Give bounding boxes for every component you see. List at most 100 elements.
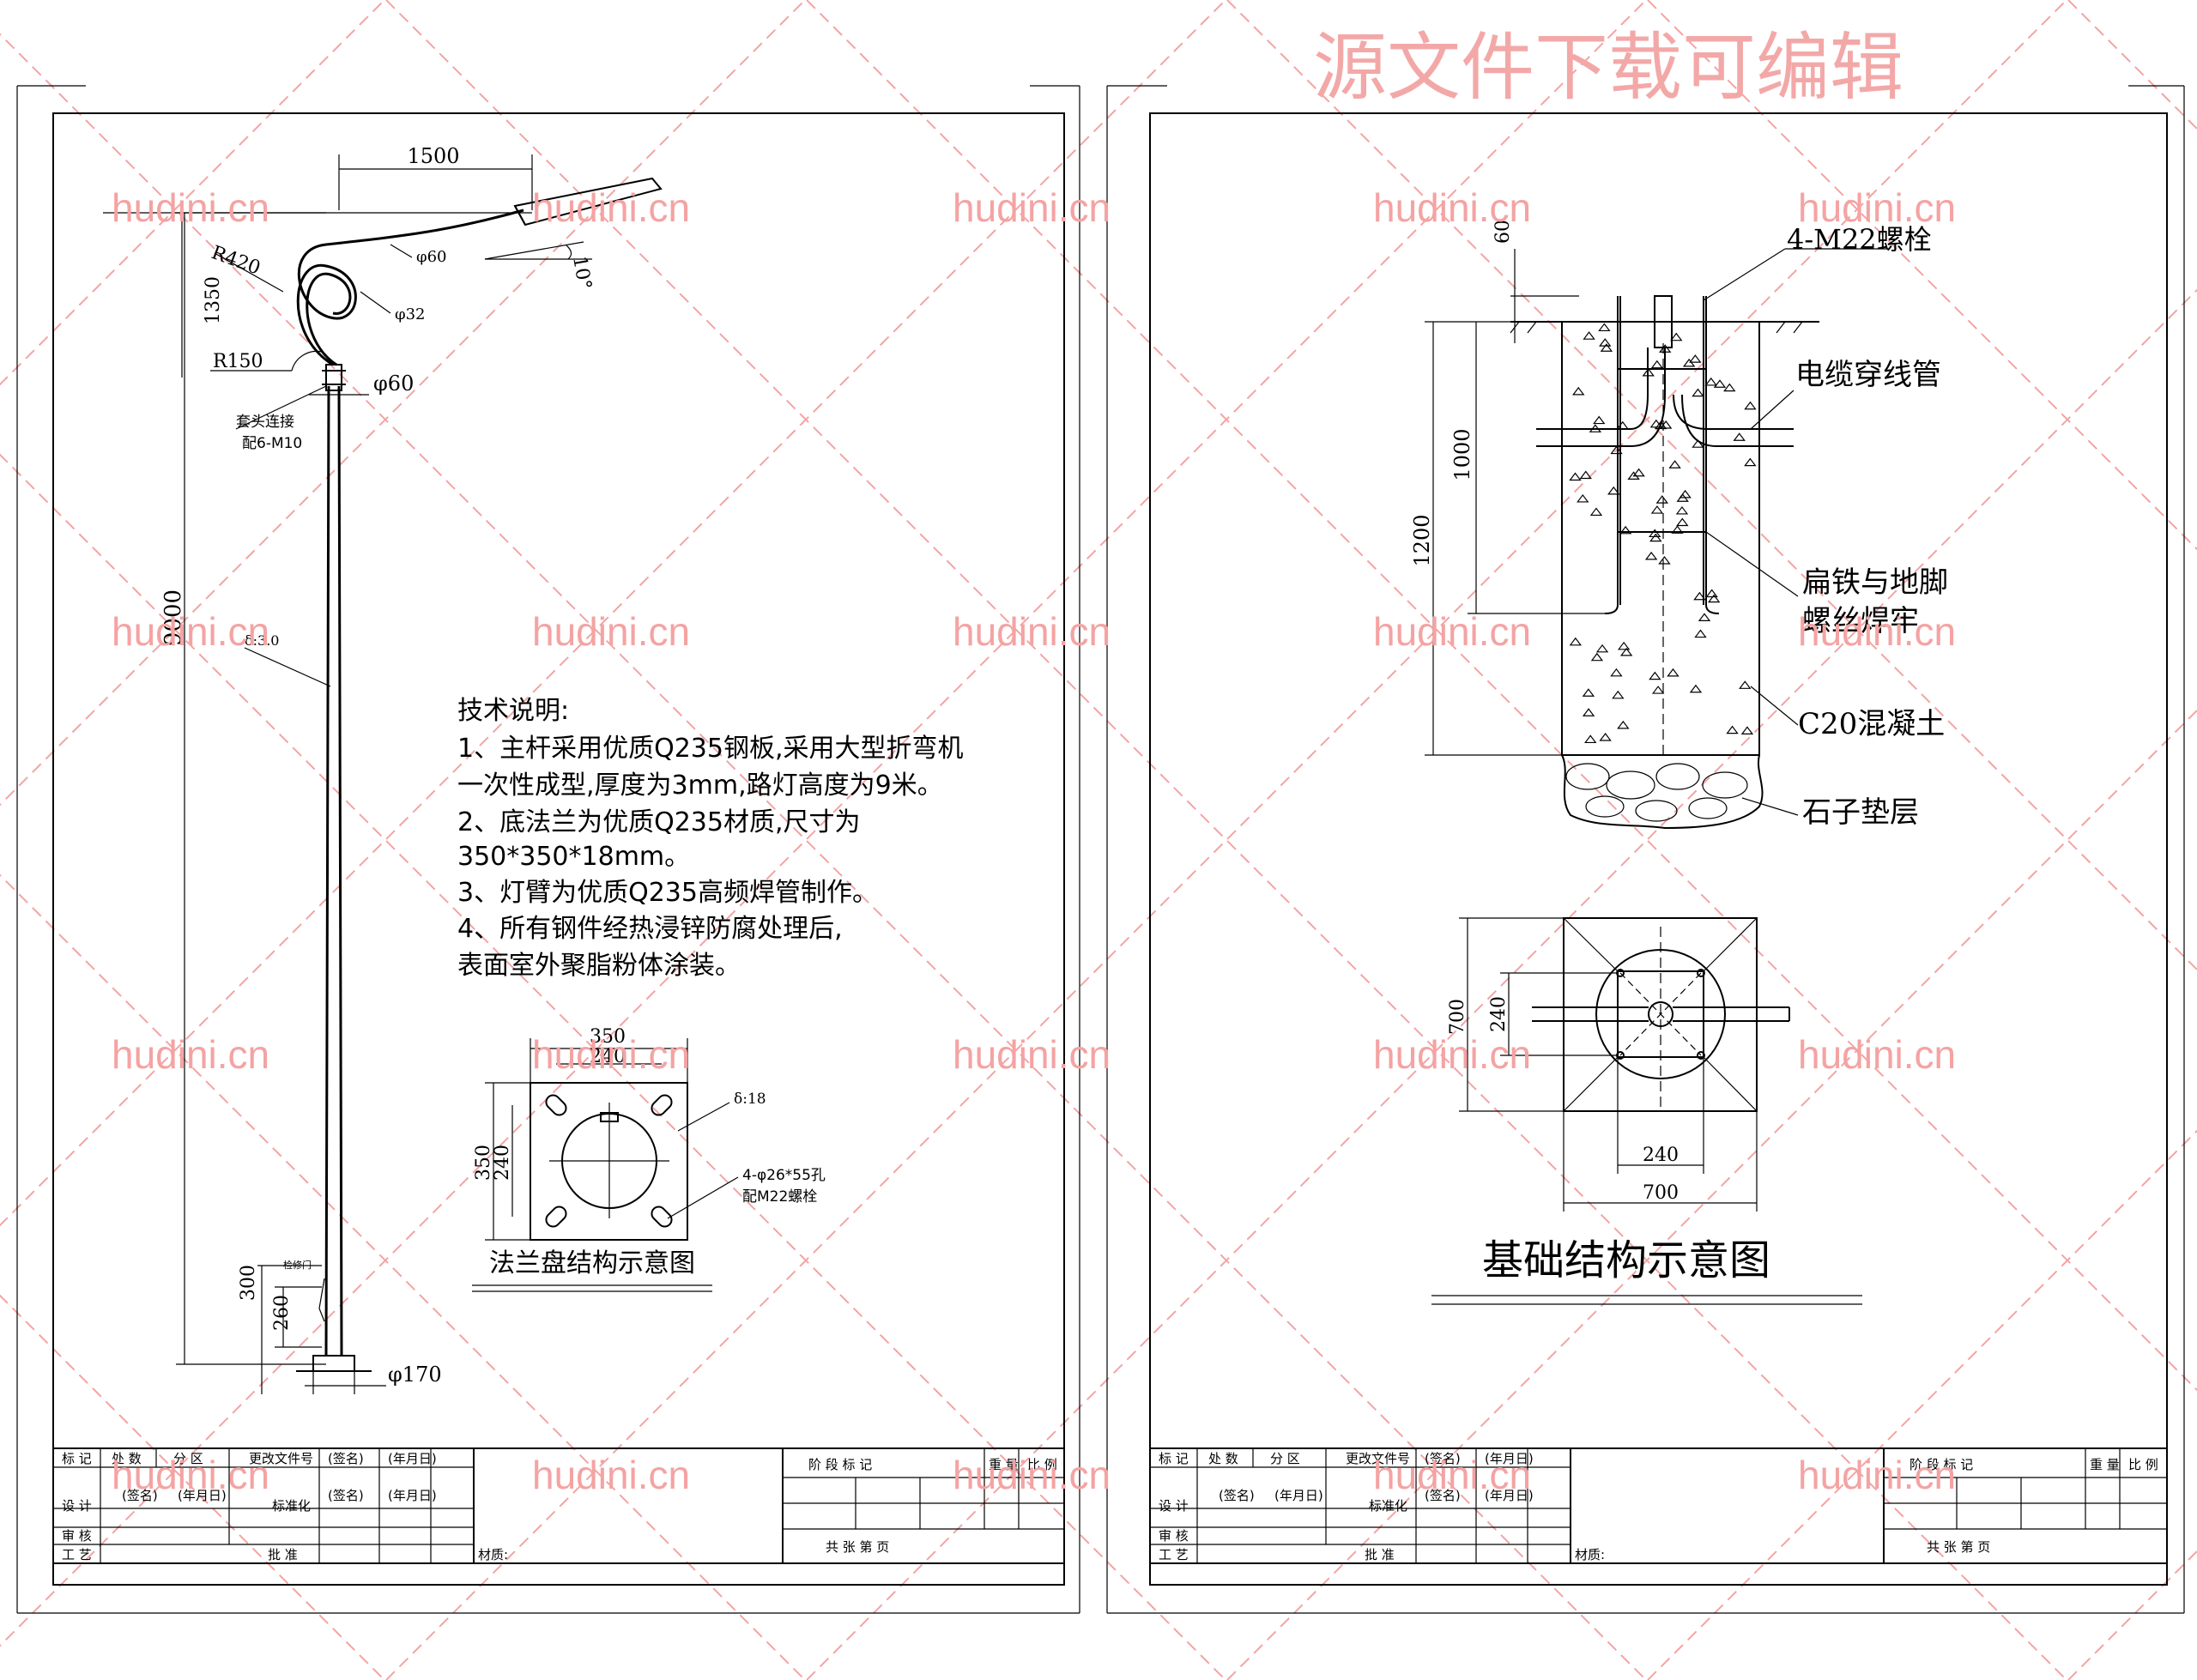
flange-h240: 240 (492, 1145, 513, 1181)
concrete-speck (1582, 688, 1595, 697)
pole-dimensions: 1500 1350 R420 φ60 10° φ32 R150 φ60 套头连接… (103, 144, 595, 1394)
watermark-site: hudini.cn (532, 1453, 690, 1497)
concrete-speck (1682, 358, 1696, 367)
concrete-speck (1668, 460, 1681, 468)
watermark-line (1226, 0, 2197, 971)
pole-elevation (296, 177, 663, 1372)
tb-sheets: 共 张 第 页 (826, 1539, 889, 1555)
concrete-speck (1572, 386, 1585, 396)
concrete-speck (1739, 680, 1752, 689)
tech-note-line: 1、主杆采用优质Q235钢板,采用大型折弯机 (457, 734, 964, 764)
dim-rise: 1350 (203, 276, 224, 324)
tb-standard: 标准化 (1369, 1498, 1407, 1514)
right-title-block: 标 记 处 数 分 区 更改文件号 (签名) (年月日) 设 计 (签名) (年… (1149, 1447, 2168, 1564)
tb-scale: 比 例 (2128, 1457, 2158, 1472)
tb-standard: 标准化 (272, 1498, 311, 1514)
concrete-speck (1607, 486, 1620, 495)
tb-material: 材质: (1575, 1547, 1605, 1562)
watermark-site: hudini.cn (1373, 1453, 1531, 1497)
flange-w240: 240 (590, 1046, 626, 1067)
tb-stage: 阶 段 标 记 (808, 1457, 872, 1472)
concrete-speck (1582, 708, 1595, 716)
foundation-dimensions: 60 1000 1200 4-M22螺栓 电缆穿线管 扁铁与地脚 螺丝焊牢 C2… (1410, 220, 1948, 830)
watermark-site: hudini.cn (112, 609, 269, 654)
concrete-speck (1600, 343, 1613, 352)
tb-stage: 阶 段 标 记 (1910, 1457, 1973, 1472)
watermark-site: hudini.cn (1798, 1032, 1956, 1077)
tb-sheets: 共 张 第 页 (1927, 1539, 1990, 1555)
watermark-site: hudini.cn (532, 1032, 690, 1077)
watermark-line (0, 0, 1647, 1647)
tb-craft: 工 艺 (1159, 1547, 1189, 1562)
flange-plan: 350 240 350 240 δ:18 4-φ26*55孔 配M22螺栓 法兰… (472, 1026, 826, 1292)
concrete-speck (1569, 637, 1583, 646)
tb-review: 审 核 (62, 1528, 92, 1544)
flange-w350: 350 (590, 1026, 626, 1048)
tb-date: (年月日) (388, 1451, 437, 1466)
concrete-speck (1671, 525, 1684, 534)
watermark-site: hudini.cn (953, 609, 1111, 654)
concrete-speck (1707, 594, 1721, 603)
concrete-speck (1583, 331, 1595, 340)
watermark-site: hudini.cn (112, 1453, 269, 1497)
plan-240-h: 240 (1643, 1145, 1679, 1166)
tb-sign: (签名) (328, 1451, 364, 1466)
label-bolts: 4-M22螺栓 (1787, 223, 1932, 256)
tb-approve: 批 准 (1365, 1547, 1395, 1562)
concrete-speck (1649, 533, 1662, 542)
concrete-speck (1632, 468, 1645, 477)
tb-design-date: (年月日) (178, 1488, 227, 1503)
tb-design: 设 计 (62, 1498, 92, 1514)
concrete-speck (1612, 690, 1625, 699)
tb-craft: 工 艺 (62, 1547, 92, 1562)
tech-note-line: 表面室外聚脂粉体涂装。 (457, 951, 741, 981)
watermark-site: hudini.cn (1373, 185, 1531, 230)
tech-note-line: 3、灯臂为优质Q235高频焊管制作。 (457, 878, 878, 908)
tb-count: 处 数 (112, 1451, 142, 1466)
concrete-speck (1655, 420, 1667, 430)
dim-1000: 1000 (1450, 428, 1474, 480)
concrete-speck (1693, 591, 1706, 601)
concrete-speck (1617, 720, 1630, 729)
tb-material: 材质: (478, 1547, 508, 1562)
flange-caption: 法兰盘结构示意图 (489, 1248, 695, 1278)
concrete-speck (1667, 668, 1680, 677)
concrete-speck (1644, 551, 1658, 560)
watermark-site: hudini.cn (112, 1032, 269, 1077)
tech-note-line: 4、所有钢件经热浸锌防腐处理后, (457, 914, 843, 944)
concrete-speck (1627, 471, 1640, 480)
tb-approve: 批 准 (268, 1547, 298, 1562)
dim-small-radius: R150 (213, 351, 263, 372)
dim-pole-top: φ60 (373, 372, 414, 396)
concrete-speck (1692, 388, 1704, 397)
watermark-banner: 源文件下载可编辑 (1313, 25, 1903, 111)
tb-weight: 重 量 (989, 1457, 1019, 1472)
dim-arm-pipe: φ60 (416, 248, 447, 266)
concrete-speck (1689, 354, 1702, 363)
watermark-line (1226, 709, 2197, 1680)
label-gravel: 石子垫层 (1802, 795, 1919, 830)
concrete-speck (1675, 505, 1689, 515)
watermark-line (0, 33, 1647, 1680)
watermark-site: hudini.cn (953, 185, 1111, 230)
watermark-text: 源文件下载可编辑 hudini.cn hudini.cn hudini.cn hudi… (112, 25, 1956, 1497)
tb-zone: 分 区 (1270, 1451, 1300, 1466)
concrete-speck (1659, 420, 1673, 429)
tech-note-line: 一次性成型,厚度为3mm,路灯高度为9米。 (457, 771, 943, 801)
watermark-site: hudini.cn (1798, 609, 1956, 654)
tb-mark: 标 记 (62, 1451, 92, 1466)
gravel-layer (1561, 754, 1764, 830)
dim-base-dia: φ170 (388, 1363, 442, 1387)
dim-door-300: 300 (238, 1265, 259, 1301)
dim-arm-radius: R420 (209, 242, 263, 280)
tb-standard-sign: (签名) (1425, 1488, 1461, 1503)
concrete-speck (1642, 367, 1655, 377)
label-weld-2: 螺丝焊牢 (1802, 604, 1919, 638)
concrete-speck (1733, 432, 1746, 441)
concrete-speck (1599, 733, 1612, 741)
dim-thickness: δ:3.0 (245, 632, 279, 649)
tb-mark: 标 记 (1159, 1451, 1189, 1466)
foundation-caption: 基础结构示意图 (1482, 1236, 1770, 1284)
tb-design: 设 计 (1159, 1498, 1189, 1514)
